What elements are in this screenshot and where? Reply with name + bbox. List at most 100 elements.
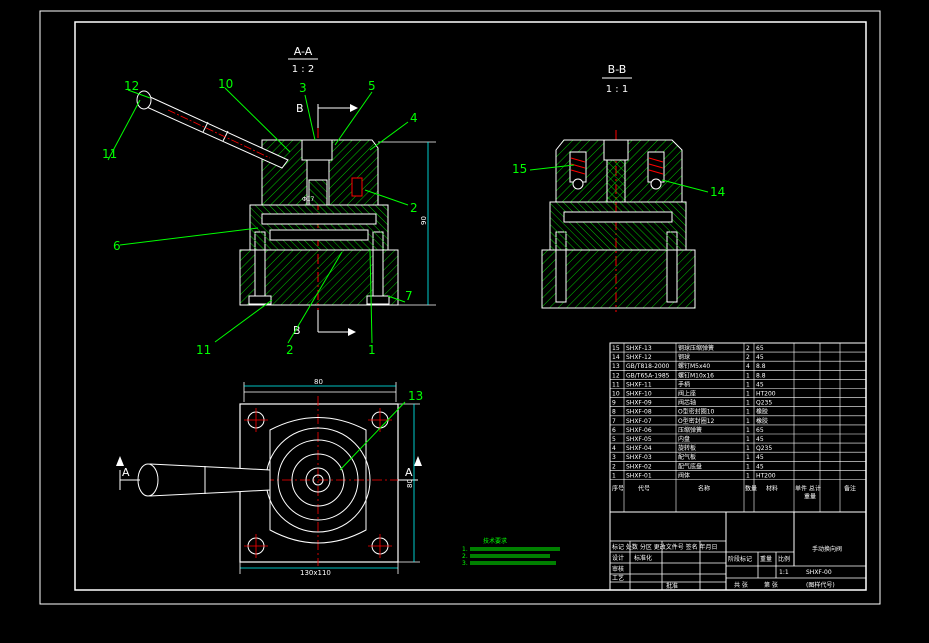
bom-cell-name: 阀上座 [678, 390, 696, 398]
bom-cell-code: SHXF-08 [626, 409, 652, 416]
bom-cell-qty: 1 [746, 409, 750, 416]
bom-cell-material: 45 [756, 436, 764, 443]
bom-cell-qty: 1 [746, 400, 750, 407]
role-process: 工艺 [612, 574, 624, 582]
bom-cell-no: 15 [612, 345, 620, 352]
bom-cell-qty: 1 [746, 427, 750, 434]
approve-label: 批准 [666, 582, 678, 590]
bom-cell-name: O型密封圈12 [678, 417, 715, 425]
bom-cell-name: 内盘 [678, 435, 690, 443]
rev-header: 标记 处数 分区 更改文件号 签名 年月日 [612, 543, 718, 551]
bom-cell-no: 14 [612, 354, 620, 361]
section-bb-view: B-B 1 : 1 15 14 [512, 63, 725, 312]
bom-header-code: 代号 [638, 485, 650, 493]
section-marker-a-right: A [405, 466, 413, 479]
tech-req-title: 技术要求 [483, 537, 507, 545]
plan-width-dim: 130x110 [300, 569, 331, 577]
bom-cell-code: SHXF-03 [626, 454, 652, 461]
bom-header-name: 名称 [698, 485, 710, 493]
section-aa-scale: 1 : 2 [292, 64, 314, 75]
scale-label: 比例 [778, 555, 790, 563]
bom-cell-name: 螺钉M10x16 [678, 371, 714, 379]
bom-cell-material: 65 [756, 345, 764, 352]
plan-view: 80 A A [116, 378, 423, 577]
section-aa-view: A-A 1 : 2 Φ17 [102, 45, 436, 357]
bom-cell-name: 配气板 [678, 453, 696, 461]
bom-cell-no: 2 [612, 463, 616, 470]
bom-cell-material: 45 [756, 381, 764, 388]
bom-cell-code: SHXF-07 [626, 418, 652, 425]
drawing-title: 手动换向阀 [812, 545, 842, 553]
bom-cell-qty: 1 [746, 391, 750, 398]
bom-cell-code: SHXF-12 [626, 354, 652, 361]
sheet-border [39, 10, 881, 605]
bom-cell-code: GB/T818-2000 [626, 363, 670, 370]
bom-cell-name: 配气底盘 [678, 462, 702, 470]
bom-cell-material: 橡胶 [756, 408, 768, 416]
balloon-2: 2 [410, 201, 418, 215]
std-label: 标准化 [634, 554, 652, 562]
balloon-14: 14 [710, 185, 725, 199]
section-bb-scale: 1 : 1 [606, 84, 628, 95]
section-marker-b-bottom: B [293, 324, 301, 337]
bom-cell-no: 3 [612, 454, 616, 461]
bom-header-weight: 重量 [804, 493, 816, 501]
balloon-6: 6 [113, 239, 121, 253]
bom-header-material: 材料 [766, 485, 778, 493]
role-design: 设计 [612, 554, 624, 562]
balloon-10: 10 [218, 77, 233, 91]
bom-cell-no: 10 [612, 391, 620, 398]
bom-cell-qty: 2 [746, 345, 750, 352]
bom-cell-qty: 1 [746, 463, 750, 470]
section-marker-a-left: A [122, 466, 130, 479]
balloon-15: 15 [512, 162, 527, 176]
bom-cell-qty: 1 [746, 454, 750, 461]
balloon-5: 5 [368, 79, 376, 93]
balloon-11-lower: 11 [196, 343, 211, 357]
bom-cell-code: GB/T65A-1985 [626, 372, 670, 379]
bom-cell-qty: 1 [746, 472, 750, 479]
bom-cell-qty: 1 [746, 445, 750, 452]
bom-cell-no: 11 [612, 381, 620, 388]
bom-cell-no: 12 [612, 372, 620, 379]
bom-cell-qty: 1 [746, 381, 750, 388]
bom-cell-code: SHXF-06 [626, 427, 652, 434]
bom-cell-name: 手柄 [678, 380, 690, 388]
balloon-11: 11 [102, 147, 117, 161]
bom-cell-no: 5 [612, 436, 616, 443]
weight-label: 重量 [760, 555, 772, 563]
bom-cell-name: 钢球 [678, 353, 690, 361]
section-bb-title: B-B [608, 63, 627, 76]
bom-cell-material: Q235 [756, 400, 772, 407]
tech-req-line-3: 3. [462, 560, 468, 567]
bom-cell-code: SHXF-13 [626, 345, 652, 352]
shaft-dim: Φ17 [302, 196, 315, 203]
tech-requirements: 技术要求 1. 2. 3. [462, 537, 560, 567]
bom-cell-name: 阀体 [678, 471, 690, 479]
bom-cell-no: 9 [612, 400, 616, 407]
bom-cell-material: 8.8 [756, 363, 766, 370]
bom-cell-code: SHXF-11 [626, 381, 652, 388]
bom-cell-material: Q235 [756, 445, 772, 452]
tech-req-line-2: 2. [462, 553, 468, 560]
bom-cell-name: 阀芯轴 [678, 399, 696, 407]
bom-cell-name: O型密封圈10 [678, 408, 715, 416]
bom-header-qty: 数量 [745, 485, 757, 493]
section-aa-title: A-A [294, 45, 313, 58]
drawing-number: SHXF-00 [806, 569, 832, 576]
bom-cell-material: 橡胶 [756, 417, 768, 425]
bom-cell-material: HT200 [756, 472, 776, 479]
role-review: 审核 [612, 565, 624, 573]
bom-cell-material: 45 [756, 354, 764, 361]
bom-cell-code: SHXF-04 [626, 445, 652, 452]
bom-cell-qty: 1 [746, 418, 750, 425]
section-marker-b-top: B [296, 102, 304, 115]
bom-cell-no: 6 [612, 427, 616, 434]
bom-header-unit_weight: 单件 总计 [795, 485, 821, 493]
bom-cell-code: SHXF-05 [626, 436, 652, 443]
bom-cell-material: 8.8 [756, 372, 766, 379]
bom-cell-code: SHXF-02 [626, 463, 652, 470]
bom-cell-no: 1 [612, 472, 616, 479]
balloon-1: 1 [368, 343, 376, 357]
